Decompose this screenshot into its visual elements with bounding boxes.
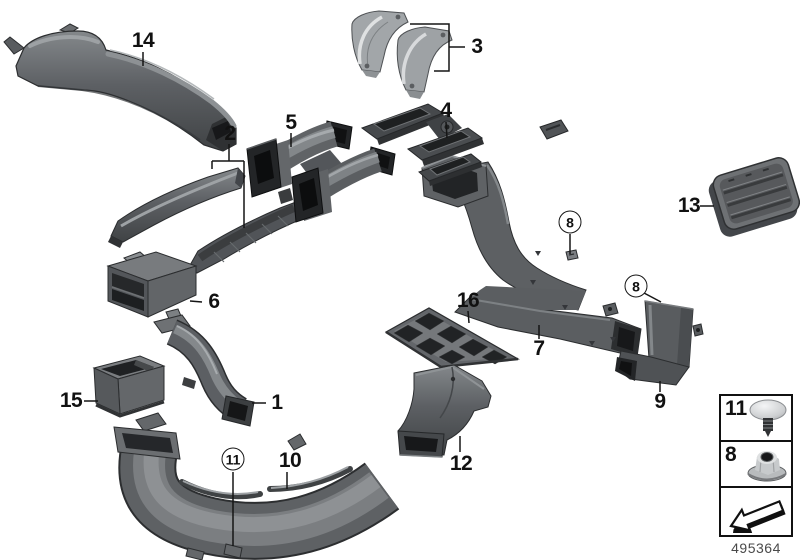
part-4-mounting-plates[interactable] bbox=[360, 103, 569, 186]
callout-5[interactable]: 5 bbox=[285, 111, 297, 134]
hex-nut-icon bbox=[747, 451, 787, 482]
part-8-fastener-clip[interactable] bbox=[565, 249, 579, 261]
part-3-bracket-pair[interactable] bbox=[351, 10, 453, 99]
callout-8-circled-a[interactable]: 8 bbox=[558, 210, 582, 234]
fastener-legend: 11 8 bbox=[719, 394, 793, 537]
part-6-duct-connector[interactable] bbox=[106, 251, 198, 318]
callout-3[interactable]: 3 bbox=[471, 35, 483, 58]
legend-label-11: 11 bbox=[725, 397, 748, 420]
callout-11-circled[interactable]: 11 bbox=[221, 447, 245, 471]
callout-1[interactable]: 1 bbox=[271, 391, 283, 414]
callout-12[interactable]: 12 bbox=[449, 452, 473, 475]
push-rivet-icon bbox=[749, 399, 787, 437]
callout-7[interactable]: 7 bbox=[533, 337, 545, 360]
part-9-corner-duct[interactable] bbox=[615, 300, 704, 386]
legend-row-nut[interactable]: 8 bbox=[721, 442, 791, 488]
callout-13[interactable]: 13 bbox=[677, 194, 701, 217]
direction-arrow-icon bbox=[729, 499, 786, 533]
callout-15[interactable]: 15 bbox=[59, 389, 83, 412]
callout-2[interactable]: 2 bbox=[224, 122, 236, 145]
part-12-duct-elbow[interactable] bbox=[397, 364, 492, 458]
diagram-number: 495364 bbox=[731, 540, 781, 556]
part-16-vent-grille-insert[interactable] bbox=[384, 307, 520, 369]
part-13-vent-grille[interactable] bbox=[705, 155, 800, 239]
part-5-dual-air-duct[interactable] bbox=[246, 120, 396, 223]
legend-row-direction bbox=[721, 488, 791, 535]
callout-9[interactable]: 9 bbox=[654, 390, 666, 413]
callout-8-circled-b[interactable]: 8 bbox=[624, 274, 648, 298]
part-10-lower-air-duct[interactable] bbox=[113, 412, 400, 560]
callout-6[interactable]: 6 bbox=[208, 290, 220, 313]
legend-row-rivet[interactable]: 11 bbox=[721, 396, 791, 442]
leader-lines bbox=[84, 23, 714, 546]
part-15-duct-end-piece[interactable] bbox=[92, 355, 166, 418]
callout-10[interactable]: 10 bbox=[278, 449, 302, 472]
callout-4[interactable]: 4 bbox=[440, 99, 452, 122]
part-14-upper-air-duct[interactable] bbox=[3, 23, 237, 152]
callout-14[interactable]: 14 bbox=[131, 29, 155, 52]
legend-label-8: 8 bbox=[725, 443, 737, 466]
callout-16[interactable]: 16 bbox=[456, 289, 480, 312]
part-1-curved-duct[interactable] bbox=[153, 308, 255, 427]
